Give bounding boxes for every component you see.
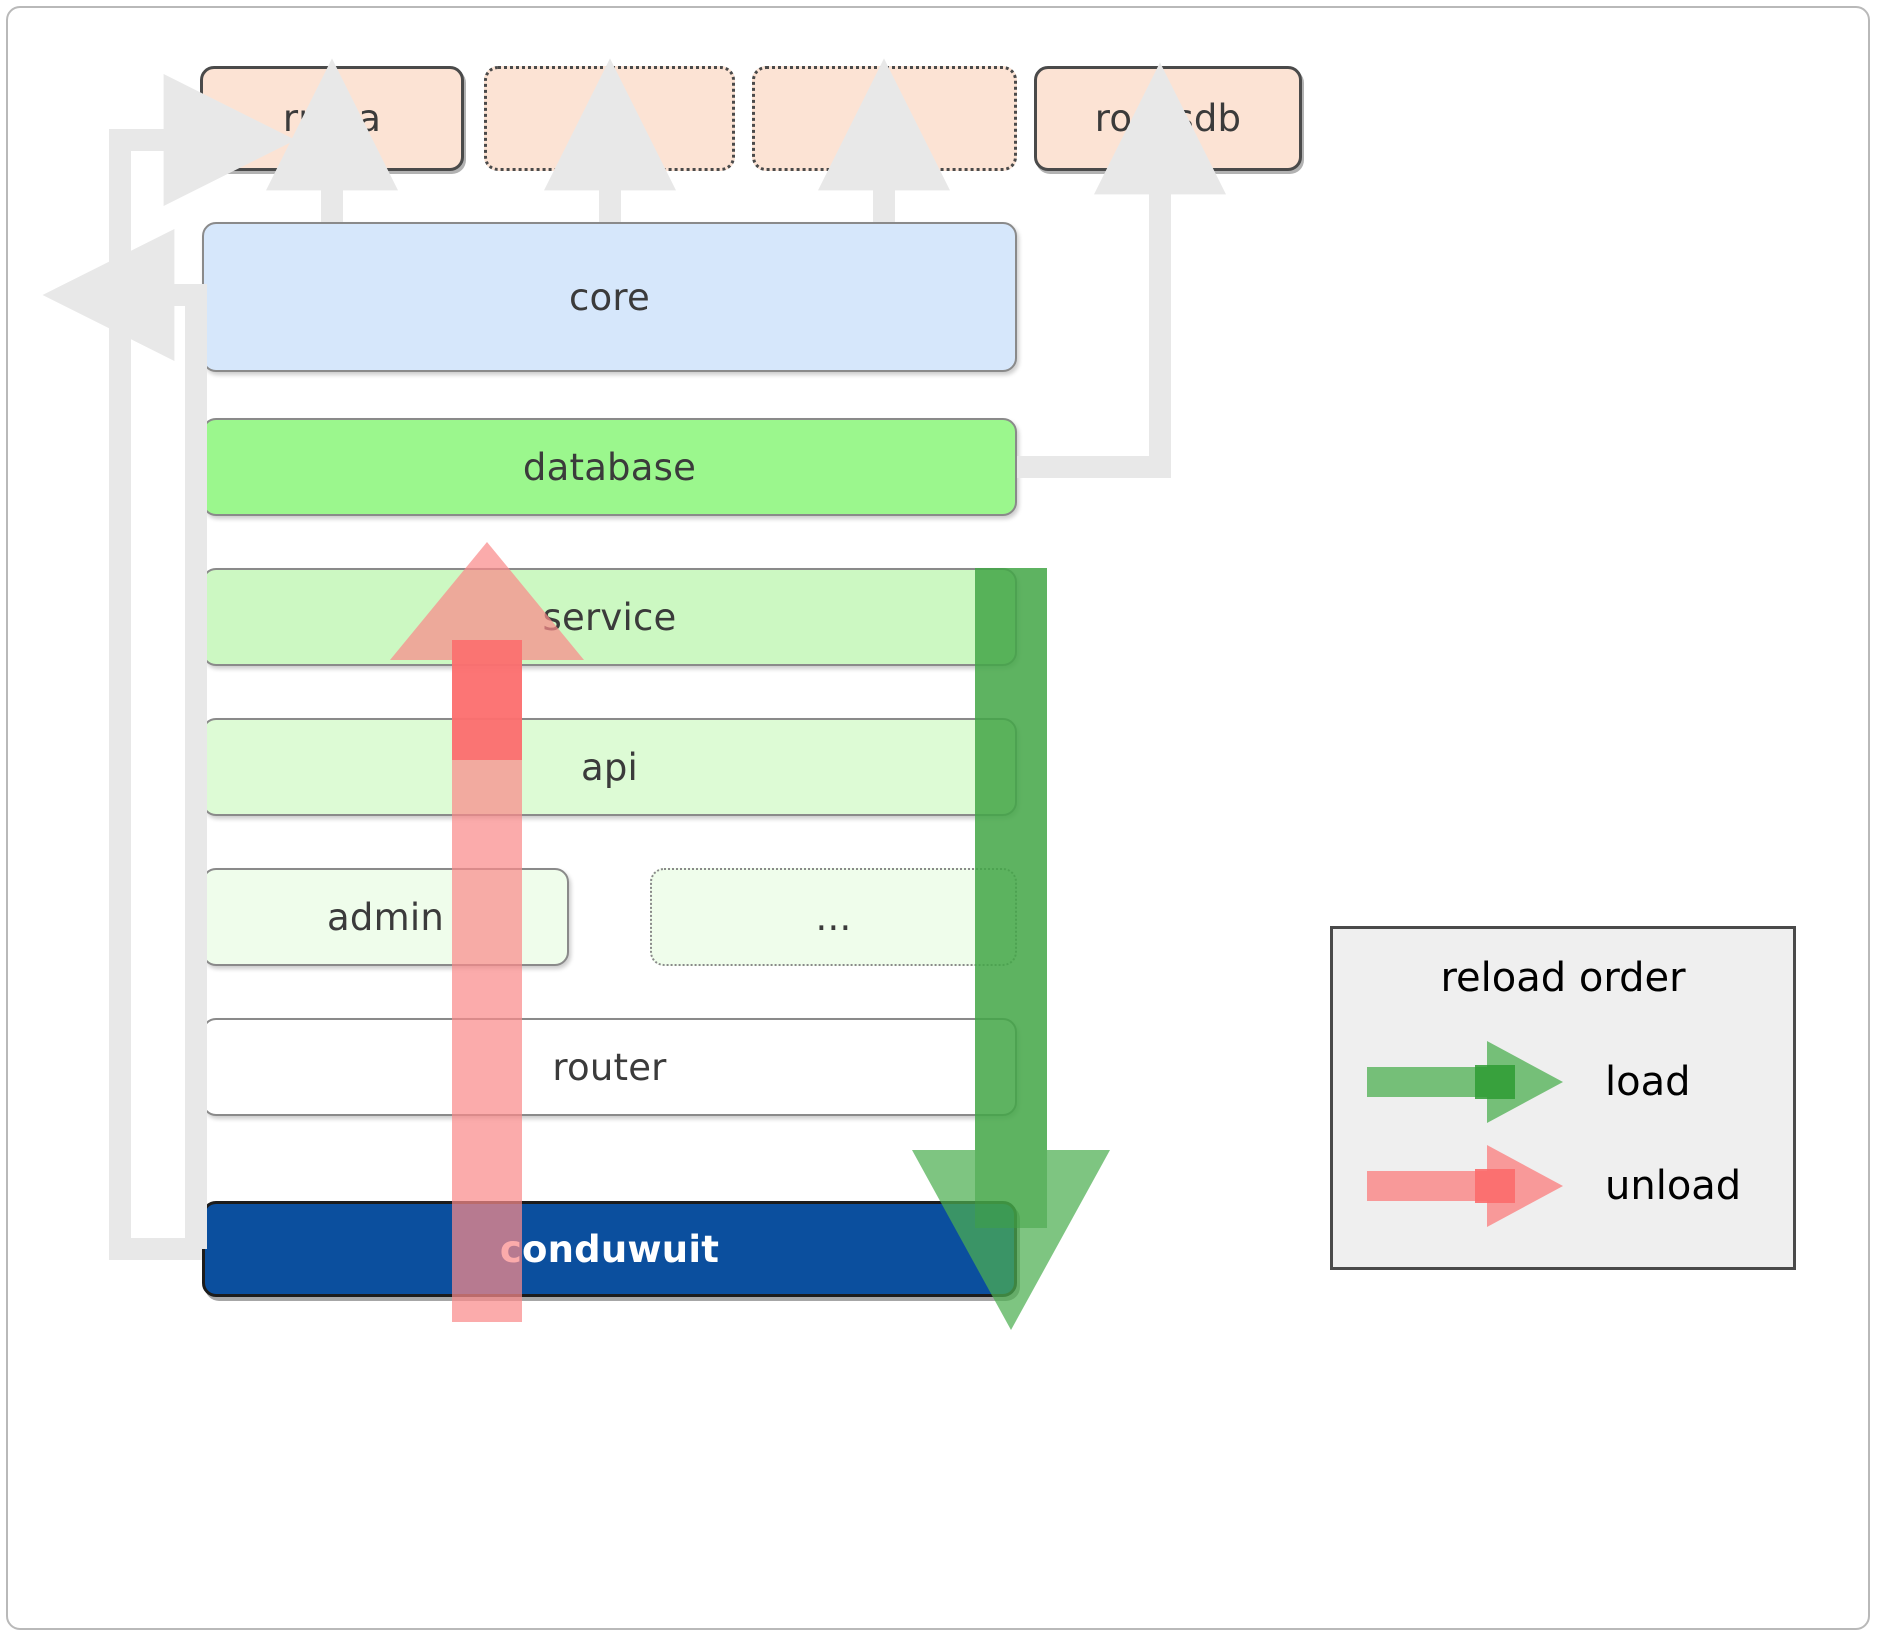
node-admin[interactable]: admin (202, 868, 569, 966)
node-api[interactable]: api (202, 718, 1017, 816)
node-router-label: router (552, 1045, 667, 1089)
unload-arrow-icon (1367, 1145, 1563, 1227)
node-service[interactable]: service (202, 568, 1017, 666)
node-database-label: database (522, 445, 697, 489)
legend-label-load: load (1605, 1059, 1691, 1105)
legend-label-unload: unload (1605, 1163, 1742, 1209)
legend-title: reload order (1440, 955, 1686, 1001)
node-conduwuit-label: conduwuit (499, 1227, 720, 1271)
node-router[interactable]: router (202, 1018, 1017, 1116)
node-dep-placeholder-2[interactable]: ... (752, 66, 1017, 171)
node-ruma-label: ruma (282, 97, 382, 140)
node-rocksdb[interactable]: rocksdb (1034, 66, 1302, 171)
node-core[interactable]: core (202, 222, 1017, 372)
node-ruma[interactable]: ruma (200, 66, 464, 171)
node-layer-placeholder[interactable]: ... (650, 868, 1017, 966)
node-dep-placeholder-2-label: ... (866, 97, 903, 140)
legend-row-unload: unload (1367, 1141, 1767, 1231)
legend-reload-order: reload order load unload (1330, 926, 1796, 1270)
node-rocksdb-label: rocksdb (1094, 97, 1242, 140)
node-admin-label: admin (327, 895, 444, 939)
node-dep-placeholder-1[interactable]: ... (484, 66, 735, 171)
node-core-label: core (569, 275, 650, 319)
legend-row-load: load (1367, 1037, 1767, 1127)
node-database[interactable]: database (202, 418, 1017, 516)
node-conduwuit[interactable]: conduwuit (202, 1201, 1017, 1297)
node-dep-placeholder-1-label: ... (591, 97, 628, 140)
load-arrow-icon (1367, 1041, 1563, 1123)
node-service-label: service (542, 595, 677, 639)
node-api-label: api (580, 745, 639, 789)
node-layer-placeholder-label: ... (815, 895, 852, 939)
